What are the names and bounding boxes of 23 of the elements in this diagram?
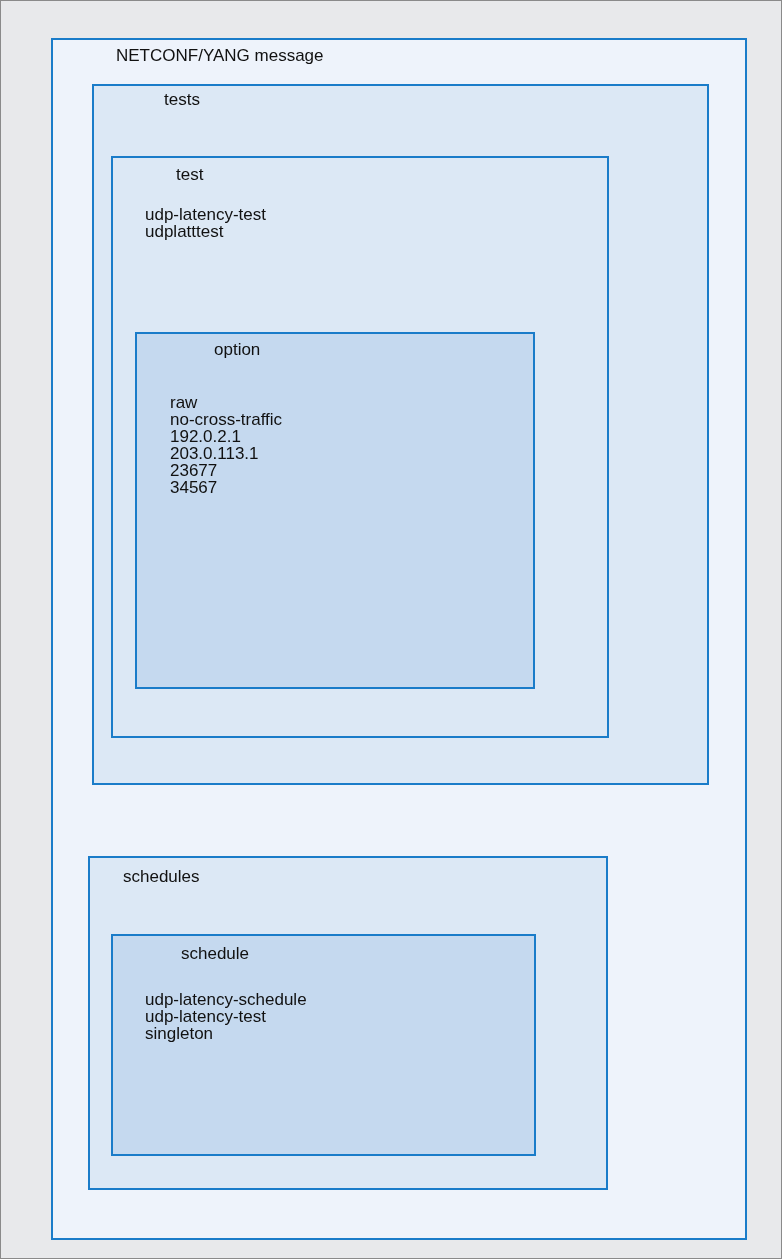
field-value: 23677 [170, 462, 219, 479]
container-box [51, 38, 747, 1240]
field-value: 192.0.2.1 [170, 428, 242, 445]
field-value: 203.0.113.1 [170, 445, 260, 462]
box-title: NETCONF/YANG message [116, 46, 324, 66]
container-box [135, 332, 535, 689]
field-value: raw [170, 394, 199, 411]
box-title: option [214, 340, 261, 360]
container-box [111, 934, 536, 1156]
container-box [92, 84, 709, 785]
field-value: singleton [145, 1025, 214, 1042]
field-value: no-cross-traffic [170, 411, 283, 428]
box-title: schedule [181, 944, 250, 964]
container-box [88, 856, 608, 1190]
field-value: udp-latency-schedule [145, 991, 307, 1008]
field-value: udp-latency-test [145, 206, 266, 223]
field-value: udplatttest [145, 223, 224, 240]
field-value: 34567 [170, 479, 219, 496]
box-title: schedules [123, 867, 200, 887]
box-title: tests [164, 90, 200, 110]
box-title: test [176, 165, 204, 185]
container-box [111, 156, 609, 738]
field-value: udp-latency-test [145, 1008, 266, 1025]
